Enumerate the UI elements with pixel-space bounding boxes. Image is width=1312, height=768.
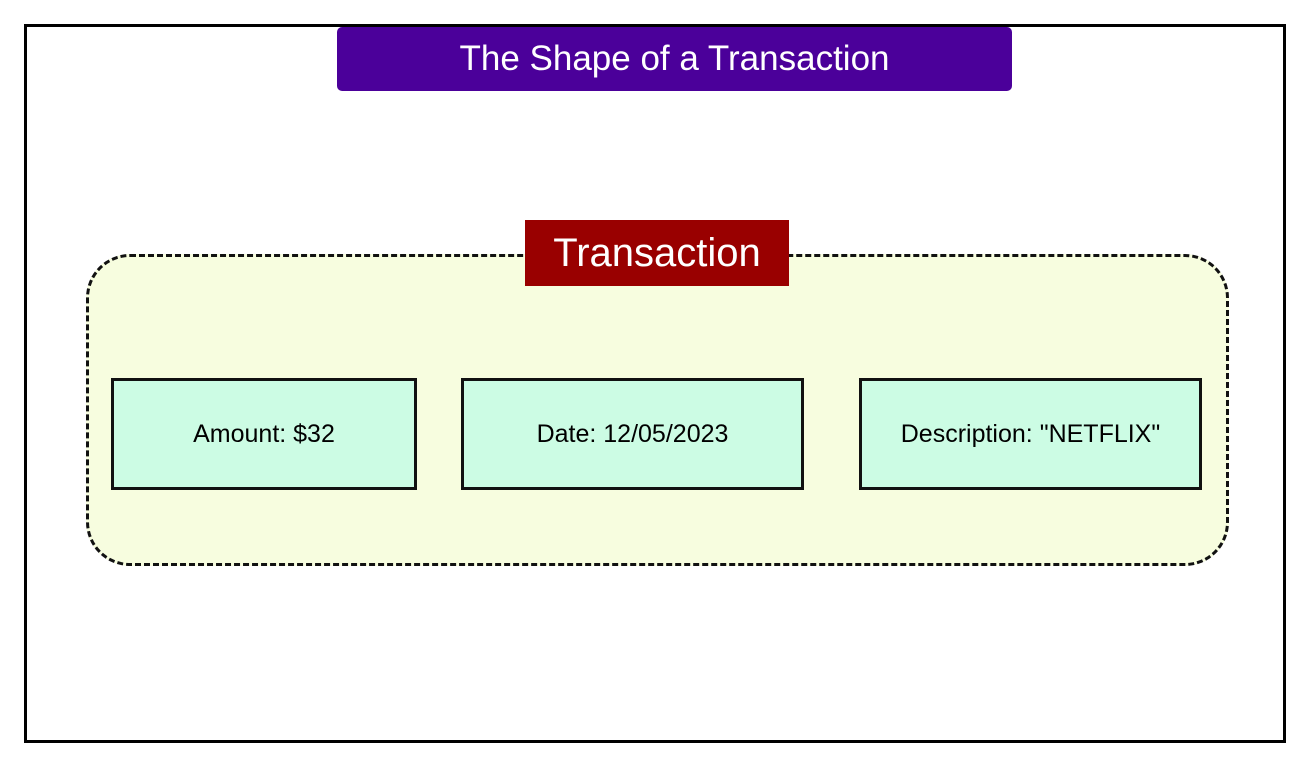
date-field: Date: 12/05/2023: [461, 378, 804, 490]
amount-field: Amount: $32: [111, 378, 417, 490]
diagram-title: The Shape of a Transaction: [337, 27, 1012, 91]
description-field: Description: "NETFLIX": [859, 378, 1202, 490]
transaction-group-label: Transaction: [525, 220, 789, 286]
